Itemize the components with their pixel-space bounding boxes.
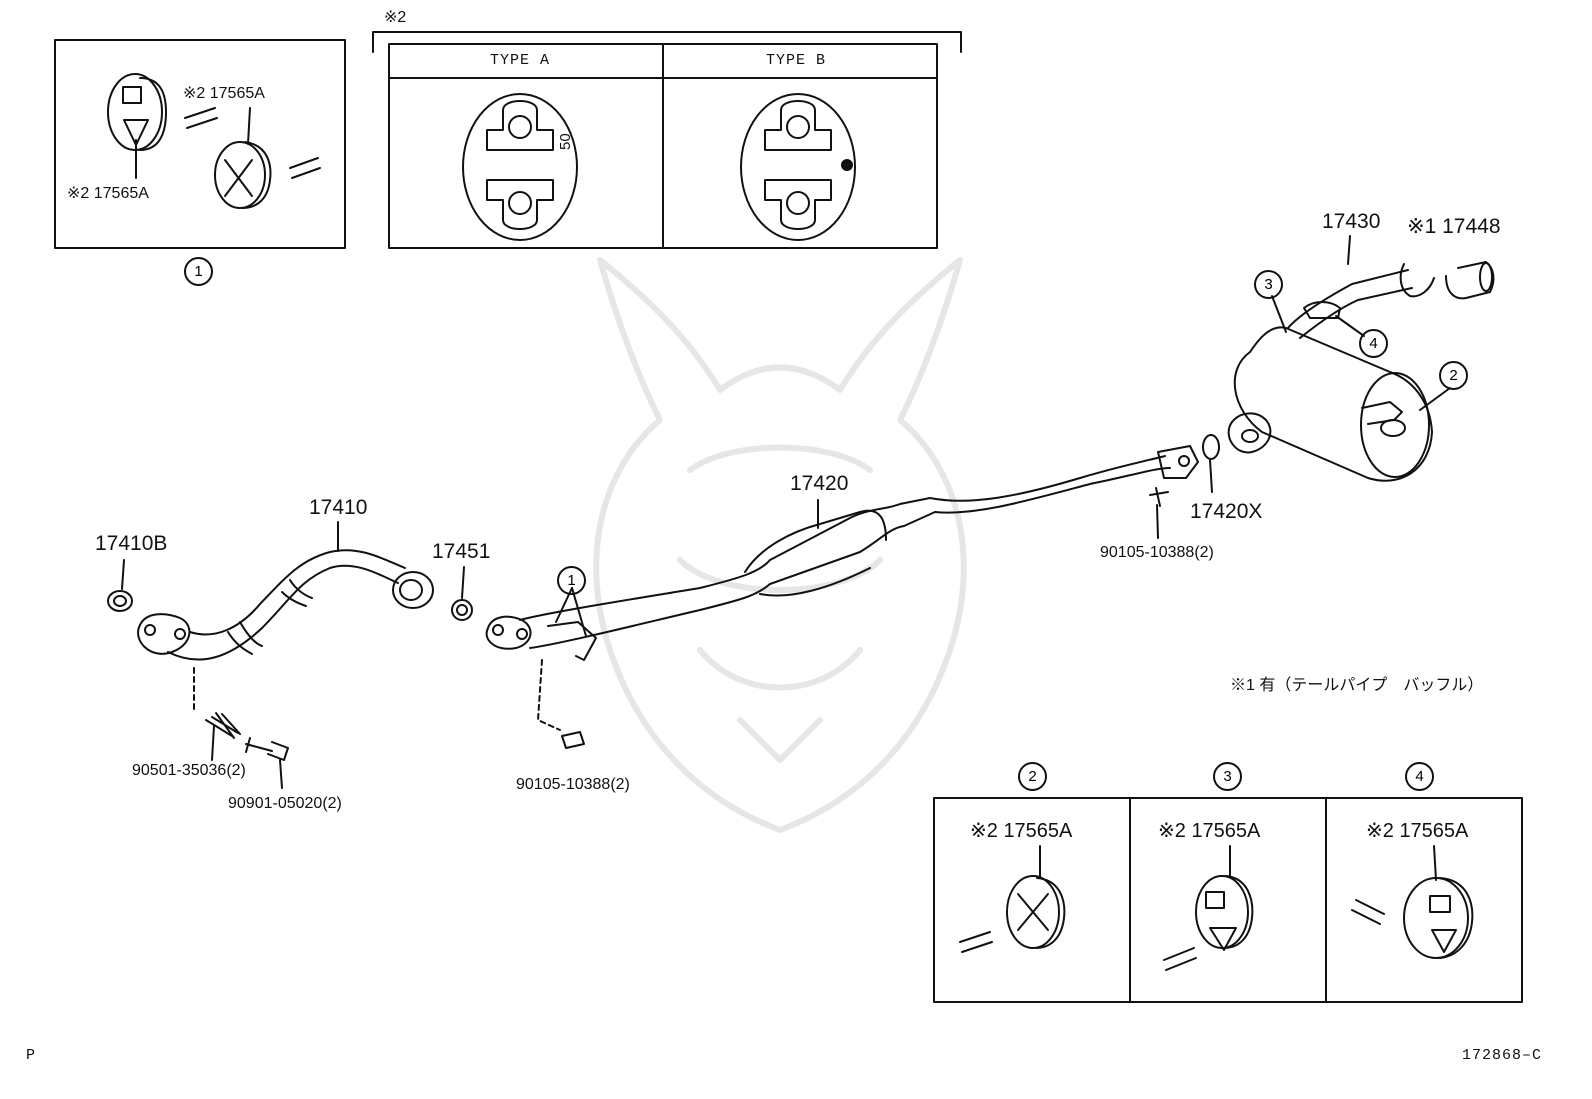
muffler-17430: [1227, 235, 1495, 482]
footer-left: P: [26, 1047, 37, 1064]
part-17410B: 17410B: [95, 532, 168, 555]
gasket-17420X: [1202, 434, 1220, 493]
bolt-90105-left: 90105-10388(2): [516, 776, 630, 793]
spring-90501: 90501-35036(2): [132, 762, 246, 779]
detail-label-4: ※2 17565A: [1366, 820, 1469, 842]
detail-callout-4: 4: [1405, 762, 1434, 791]
front-pipe-17410: [107, 521, 434, 789]
detail-label-3: ※2 17565A: [1158, 820, 1261, 842]
watermark-emblem: [593, 257, 967, 833]
callout-1-box: 1: [184, 257, 213, 286]
part-17448: ※1 17448: [1407, 215, 1501, 238]
callout-4: 4: [1359, 329, 1388, 358]
gasket-17451: [451, 566, 473, 621]
part-17410: 17410: [309, 496, 368, 519]
part-17451: 17451: [432, 540, 491, 563]
callout-3: 3: [1254, 270, 1283, 299]
note-1: ※1 有（テールパイプ バッフル）: [1230, 677, 1484, 694]
detail-callout-3: 3: [1213, 762, 1242, 791]
type-a-mark: 50: [557, 133, 574, 150]
type-b-label: TYPE B: [766, 52, 827, 69]
detail-label-2: ※2 17565A: [970, 820, 1073, 842]
footer-figure-number: 172868–C: [1462, 1047, 1543, 1064]
detail-callout-2: 2: [1018, 762, 1047, 791]
part-17420: 17420: [790, 472, 849, 495]
hanger-box-1: [54, 39, 346, 249]
callout-2: 2: [1439, 361, 1468, 390]
hanger-label-bottom: ※2 17565A: [67, 185, 149, 202]
detail-panels: [933, 797, 1523, 1003]
type-a-label: TYPE A: [490, 52, 551, 69]
hanger-label-top: ※2 17565A: [183, 85, 265, 102]
note-2-marker: ※2: [384, 9, 407, 26]
center-pipe-17420: [485, 445, 1199, 749]
part-17420X: 17420X: [1190, 500, 1263, 523]
callout-1: 1: [557, 566, 586, 595]
bolt-90901: 90901-05020(2): [228, 795, 342, 812]
part-17430: 17430: [1322, 210, 1381, 233]
type-panel: [372, 31, 962, 249]
bolt-90105-right: 90105-10388(2): [1100, 544, 1214, 561]
